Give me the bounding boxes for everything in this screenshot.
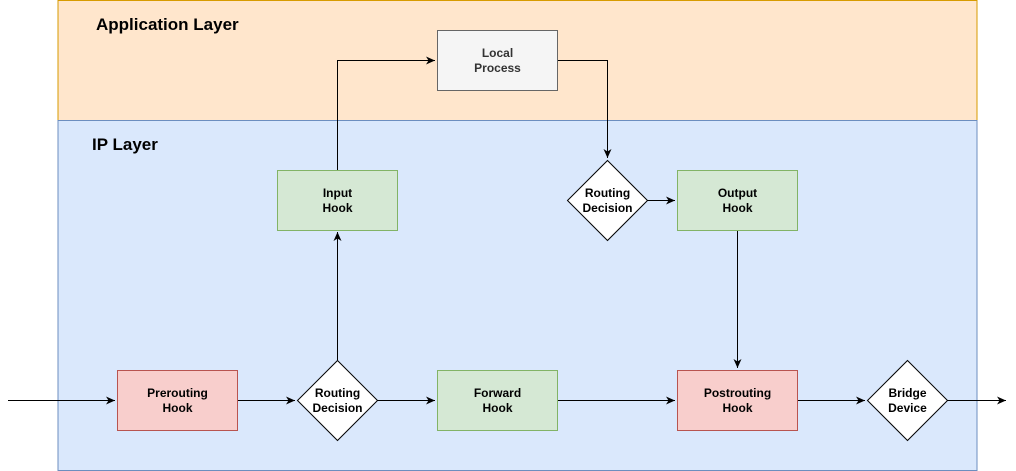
postrouting-hook-label-line1: Postrouting xyxy=(704,386,771,400)
output-hook-label-line1: Output xyxy=(718,186,757,200)
routing-decision-bottom-node: Routing Decision xyxy=(296,359,379,442)
routing-decision-bottom-label-line1: Routing xyxy=(315,386,360,400)
ip-layer-title: IP Layer xyxy=(92,135,158,154)
edges xyxy=(8,56,1006,405)
forward-hook-label-line1: Forward xyxy=(474,386,521,400)
routing-decision-top-label-line2: Decision xyxy=(582,201,632,215)
bridge-device-label-line2: Device xyxy=(888,401,927,415)
bridge-device-node: Bridge Device xyxy=(866,359,949,442)
prerouting-hook-label-line2: Hook xyxy=(163,401,193,415)
bridge-device-label-line1: Bridge xyxy=(888,386,926,400)
forward-hook-node: Forward Hook xyxy=(437,370,558,431)
output-hook-label-line2: Hook xyxy=(723,201,753,215)
edge-local-process-routing xyxy=(557,60,612,158)
postrouting-hook-label-line2: Hook xyxy=(723,401,753,415)
local-process-label-line2: Process xyxy=(474,61,521,75)
routing-decision-bottom-label-line2: Decision xyxy=(312,401,362,415)
output-hook-node: Output Hook xyxy=(677,170,798,231)
input-hook-label-line1: Input xyxy=(323,186,352,200)
edge-input-hook-local-process xyxy=(337,56,435,170)
local-process-node: Local Process xyxy=(437,30,558,91)
prerouting-hook-label-line1: Prerouting xyxy=(147,386,208,400)
local-process-label-line1: Local xyxy=(482,46,513,60)
input-hook-label-line2: Hook xyxy=(323,201,353,215)
forward-hook-label-line2: Hook xyxy=(483,401,513,415)
input-hook-node: Input Hook xyxy=(277,170,398,231)
routing-decision-top-label-line1: Routing xyxy=(585,186,630,200)
prerouting-hook-node: Prerouting Hook xyxy=(117,370,238,431)
postrouting-hook-node: Postrouting Hook xyxy=(677,370,798,431)
application-layer-title: Application Layer xyxy=(96,15,239,34)
routing-decision-top-node: Routing Decision xyxy=(566,159,649,242)
